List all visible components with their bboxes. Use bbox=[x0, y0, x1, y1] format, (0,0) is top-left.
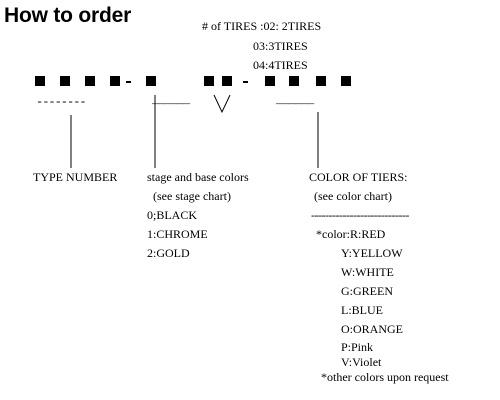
stage-option: 1:CHROME bbox=[147, 227, 208, 241]
code-square bbox=[110, 76, 120, 86]
tiers-color: P:Pink bbox=[341, 340, 374, 354]
page-title: How to order bbox=[4, 4, 132, 27]
tiers-color: *color:R:RED bbox=[316, 227, 386, 241]
tires-line-2: 03:3TIRES bbox=[253, 39, 308, 53]
code-square bbox=[316, 76, 326, 86]
stage-heading: stage and base colors bbox=[147, 170, 249, 184]
code-square bbox=[60, 76, 70, 86]
code-square bbox=[85, 76, 95, 86]
code-square bbox=[265, 76, 275, 86]
code-square bbox=[341, 76, 351, 86]
code-square bbox=[204, 76, 214, 86]
tiers-color: W:WHITE bbox=[341, 265, 394, 279]
tiers-color: G:GREEN bbox=[341, 284, 393, 298]
tiers-color: L:BLUE bbox=[341, 303, 383, 317]
tiers-note: (see color chart) bbox=[314, 189, 392, 203]
code-square bbox=[35, 76, 45, 86]
tiers-heading: COLOR OF TIERS: bbox=[309, 170, 408, 184]
stage-note: (see stage chart) bbox=[153, 189, 231, 203]
tires-line-3: 04:4TIRES bbox=[253, 58, 308, 72]
tiers-rule: ---------------------------- bbox=[311, 208, 409, 222]
type-number-label: TYPE NUMBER bbox=[33, 170, 118, 184]
tiers-footer: *other colors upon request bbox=[321, 370, 449, 384]
code-square bbox=[289, 76, 299, 86]
code-hyphen bbox=[243, 81, 248, 83]
stage-dashes: ______ bbox=[152, 93, 190, 107]
tires-line-1: # of TIRES :02: 2TIRES bbox=[202, 19, 322, 33]
code-hyphen bbox=[126, 81, 131, 83]
tiers-color: O:ORANGE bbox=[341, 322, 403, 336]
code-square bbox=[222, 76, 232, 86]
tiers-color: Y:YELLOW bbox=[341, 246, 403, 260]
type-number-dashes: -------- bbox=[36, 95, 87, 109]
code-square bbox=[146, 76, 156, 86]
stage-option: 2:GOLD bbox=[147, 246, 190, 260]
tires-v-marker bbox=[213, 94, 231, 114]
stage-option: 0;BLACK bbox=[147, 208, 198, 222]
tiers-dashes: ______ bbox=[276, 93, 314, 107]
tiers-color: V:Violet bbox=[341, 355, 382, 369]
